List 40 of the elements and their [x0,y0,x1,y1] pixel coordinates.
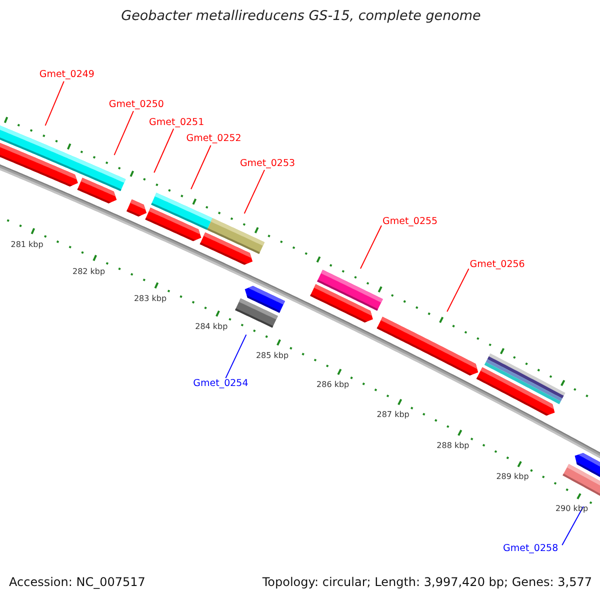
gene-feature [574,452,600,477]
gene-feature [126,199,147,217]
gene-label: Gmet_0251 [149,116,204,129]
leader-line [562,506,584,546]
leader-line [360,224,382,270]
tick-label: 288 kbp [436,441,470,452]
gene-label: Gmet_0253 [240,158,296,170]
gene-feature [0,142,78,187]
tick-label: 289 kbp [496,472,529,482]
gene-label: Gmet_0250 [108,99,164,112]
tick-label: 283 kbp [134,294,167,304]
gene-label: Gmet_0255 [382,216,438,228]
tick-label: 286 kbp [316,380,350,390]
gene-label: Gmet_0252 [186,133,242,146]
leader-line [244,169,265,214]
tick-label: 287 kbp [376,410,410,420]
gene-feature [200,232,253,265]
leader-line [44,80,64,126]
gene-label: Gmet_0249 [39,69,94,82]
tick-label: 285 kbp [256,350,289,361]
gene-label: Gmet_0256 [470,259,525,272]
tick-label: 281 kbp [10,240,44,250]
gene-feature [310,284,373,322]
leader-line [190,144,212,190]
gene-feature [77,178,117,204]
leader-line [154,128,174,174]
gene-feature [376,316,478,376]
leader-line [114,110,134,156]
gene-feature [244,286,286,313]
gene-label: Gmet_0258 [503,542,558,555]
tick-label: 282 kbp [72,266,106,277]
gene-label: Gmet_0254 [193,378,248,390]
tick-label: 284 kbp [195,322,228,332]
accession-text: Accession: NC_007517 [9,575,146,590]
genome-stats-text: Topology: circular; Length: 3,997,420 bp; Genes: 3,577 [262,575,592,590]
leader-line [446,268,470,312]
leader-line [225,334,247,379]
gene-feature [476,367,555,416]
gene-feature [145,208,202,242]
title: Geobacter metallireducens GS-15, complete genome [121,8,481,24]
